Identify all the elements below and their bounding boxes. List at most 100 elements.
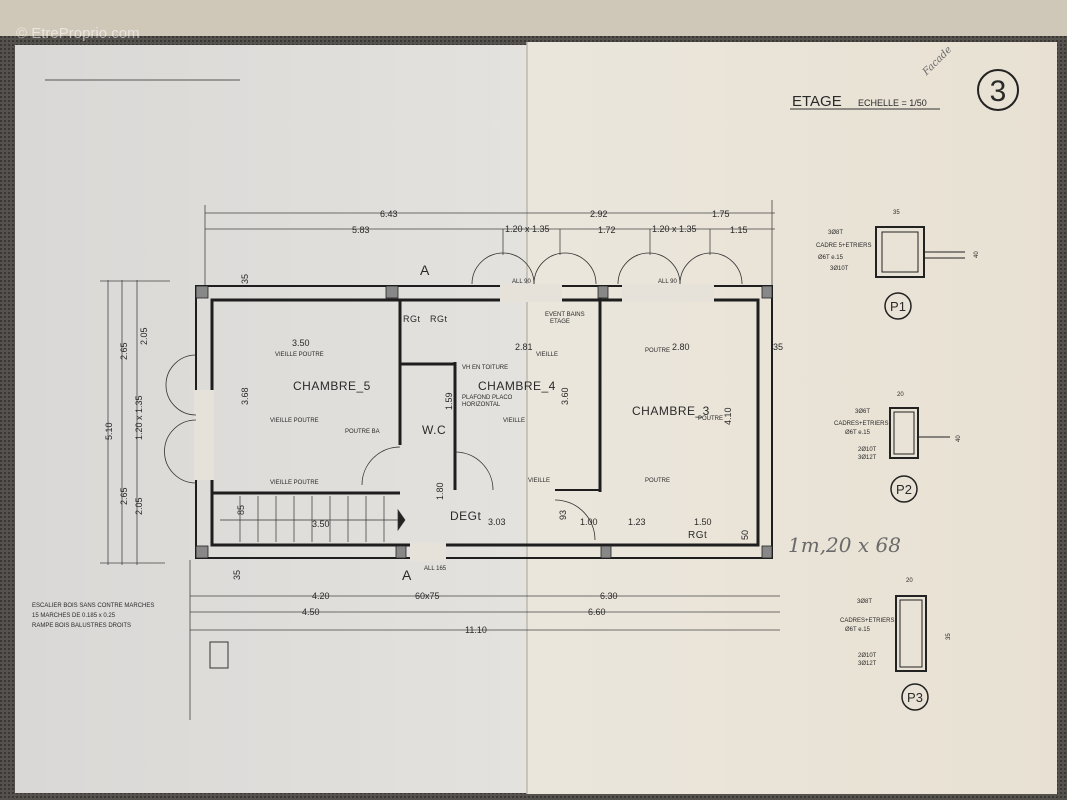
dim-label: 4.20: [312, 591, 330, 601]
dim-label: 4.50: [302, 607, 320, 617]
section-width: 35: [893, 210, 900, 216]
section-marker: A: [402, 567, 412, 583]
section-rebar: Ø6T e.15: [845, 627, 871, 633]
dim-label: 2.81: [515, 342, 533, 352]
room-rangement: RGt: [688, 530, 707, 541]
dim-label: 1.59: [444, 392, 454, 410]
room-chambre-4: CHAMBRE_4: [478, 379, 556, 393]
annotation: POUTRE: [645, 478, 670, 484]
pillars: [195, 285, 773, 559]
annotation: HORIZONTAL: [462, 402, 501, 408]
dim-label: 1.20 x 1.35: [505, 224, 550, 234]
dim-label: 35: [240, 274, 250, 284]
dim-label: 1.00: [580, 517, 598, 527]
section-height: 35: [946, 633, 952, 640]
dim-label: 1.80: [435, 482, 445, 500]
annotation: VIEILLE: [528, 478, 550, 484]
room-degagement: DEGt: [450, 509, 482, 523]
staircase: [220, 496, 406, 542]
dim-label: 6.43: [380, 209, 398, 219]
dim-label: 2.92: [590, 209, 608, 219]
dim-label: 35: [232, 570, 242, 580]
dim-label: 1.72: [598, 225, 616, 235]
section-p1: 35 40 3Ø8T CADRE 5+ETRIERS Ø6T e.15 3Ø10…: [816, 210, 980, 320]
annotation: EVENT BAINS: [545, 312, 585, 318]
section-rebar: 3Ø6T: [855, 409, 870, 415]
annotation: POUTRE BA: [345, 429, 380, 435]
paper-left: [15, 45, 528, 793]
dim-label: 2.05: [139, 327, 149, 345]
window-all-label: ALL 90: [658, 279, 677, 285]
section-rebar: Ø6T e.15: [845, 430, 871, 436]
dim-label: 1.15: [730, 225, 748, 235]
dim-label: 2.65: [119, 487, 129, 505]
section-p2: 20 40 3Ø6T CADRES+ETRIERS Ø6T e.15 2Ø10T…: [834, 392, 962, 503]
section-height: 40: [956, 435, 962, 442]
dim-label: 5.83: [352, 225, 370, 235]
plan-title: ETAGE: [792, 93, 842, 110]
dim-label: 3.50: [312, 519, 330, 529]
section-p3: 20 35 3Ø8T CADRES+ETRIERS Ø6T e.15 2Ø10T…: [840, 578, 952, 711]
window-openings: [194, 284, 714, 561]
top-dimension-lines: [204, 200, 775, 285]
section-rebar: CADRES+ETRIERS: [840, 618, 895, 624]
dim-label: 85: [236, 505, 246, 515]
annotation: POUTRE: [698, 416, 723, 422]
dim-label: 6.60: [588, 607, 606, 617]
dim-label: 93: [558, 510, 568, 520]
watermark: © EtreProprio.com: [16, 25, 140, 42]
sheet-number: 3: [990, 75, 1007, 108]
dim-label: 1.20 x 1.35: [134, 395, 144, 440]
bottom-dimension-lines: [189, 560, 780, 720]
room-labels: CHAMBRE_5 CHAMBRE_4 CHAMBRE_3 W.C DEGt R…: [293, 314, 710, 541]
annotation: VIEILLE: [503, 418, 525, 424]
dim-label: 3.03: [488, 517, 506, 527]
section-rebar: 3Ø12T: [858, 661, 877, 667]
sheet-number-circle: [977, 69, 1019, 111]
section-width: 20: [897, 392, 904, 398]
section-rebar: CADRES+ETRIERS: [834, 421, 889, 427]
dim-label: 2.80: [672, 342, 690, 352]
dim-label: 2.05: [134, 497, 144, 515]
window-swings: [164, 252, 743, 541]
top-dimensions: 6.43 2.92 1.75 5.83 1.20 x 1.35 1.72 1.2…: [352, 209, 748, 235]
dim-label: 50: [740, 530, 750, 540]
section-height: 40: [974, 251, 980, 258]
dim-label: 35: [773, 342, 783, 352]
section-width: 20: [906, 578, 913, 584]
section-rebar: Ø6T e.15: [818, 255, 844, 261]
dim-label: 5.10: [104, 422, 114, 440]
dim-label: 3.60: [560, 387, 570, 405]
stair-note: ESCALIER BOIS SANS CONTRE MARCHES 15 MAR…: [32, 603, 154, 629]
section-rebar: 2Ø10T: [858, 653, 877, 659]
room-rangement: RGt: [403, 314, 421, 324]
dim-label: 3.68: [240, 387, 250, 405]
annotation: VIEILLE POUTRE: [275, 352, 324, 358]
section-rebar: CADRE 5+ETRIERS: [816, 243, 872, 249]
paper-right: [527, 42, 1057, 794]
section-marker: A: [420, 262, 430, 278]
section-rebar: 3Ø12T: [858, 455, 877, 461]
dim-label: 1.50: [694, 517, 712, 527]
dim-label: 1.75: [712, 209, 730, 219]
room-wc: W.C: [422, 423, 446, 437]
section-rebar: 3Ø8T: [828, 230, 843, 236]
top-strip: [0, 0, 1067, 36]
section-rebar: 2Ø10T: [858, 447, 877, 453]
section-rebar: 3Ø10T: [830, 266, 849, 272]
dim-label: 11.10: [465, 625, 487, 635]
annotation: ALL 165: [424, 566, 447, 572]
stair-note-line: 15 MARCHES DE 0.185 x 0.25: [32, 613, 116, 619]
dim-label: 1.23: [628, 517, 646, 527]
dim-label: 6.30: [600, 591, 618, 601]
left-dimension-lines: [100, 280, 170, 565]
room-chambre-3: CHAMBRE_3: [632, 404, 710, 418]
section-rebar: 3Ø8T: [857, 599, 872, 605]
stair-note-line: ESCALIER BOIS SANS CONTRE MARCHES: [32, 603, 154, 609]
annotation: POUTRE: [645, 348, 670, 354]
bottom-dimensions: 4.20 60x75 6.30 4.50 6.60 11.10: [302, 591, 618, 635]
north-symbol: [209, 641, 229, 669]
dim-label: 3.50: [292, 338, 310, 348]
section-label: P1: [890, 299, 906, 314]
dim-label: 60x75: [415, 591, 440, 601]
